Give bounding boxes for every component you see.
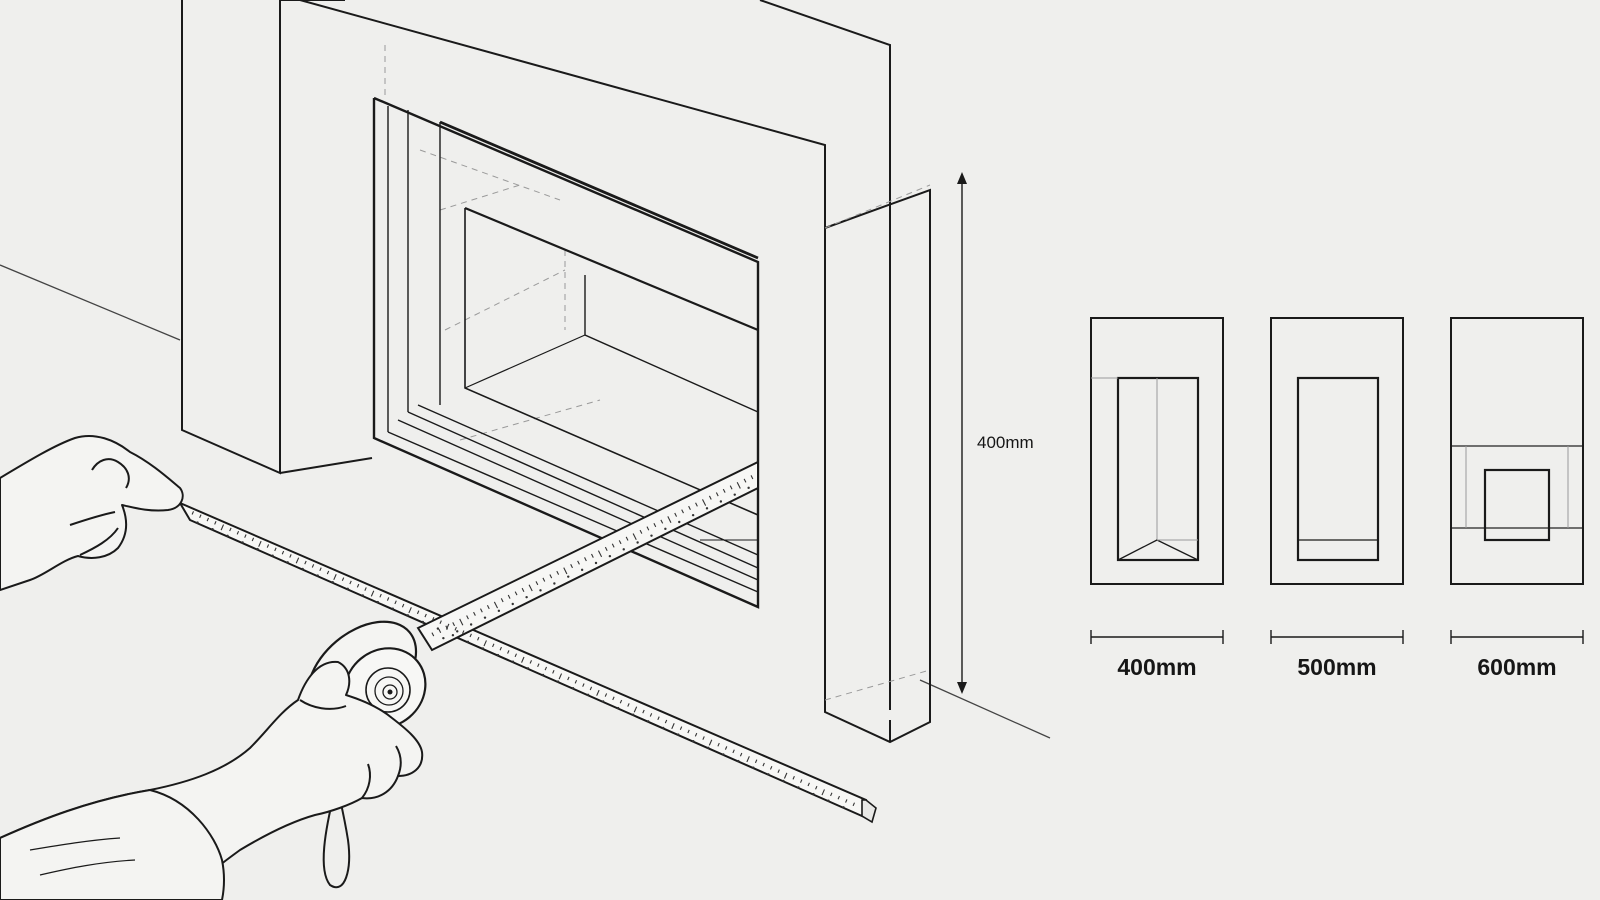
size-options: 400mm 500mm 600mm xyxy=(1090,317,1584,680)
height-dimension: 400mm xyxy=(957,172,1034,694)
option-niche xyxy=(1116,376,1200,562)
size-option-label: 500mm xyxy=(1297,654,1376,680)
option-panel-frame xyxy=(1270,317,1404,585)
arrow-up-icon xyxy=(957,172,967,184)
size-option: 500mm xyxy=(1270,317,1404,680)
size-option-label: 400mm xyxy=(1117,654,1196,680)
tape-blade-cross xyxy=(416,460,759,652)
option-panel-frame xyxy=(1450,317,1584,585)
tape-ticks-cross xyxy=(431,475,754,640)
left-hand xyxy=(0,434,184,591)
sleeve xyxy=(0,788,225,900)
option-niche xyxy=(1483,468,1551,542)
option-panel-frame xyxy=(1090,317,1224,585)
arrow-down-icon xyxy=(957,682,967,694)
size-option-label: 600mm xyxy=(1477,654,1556,680)
tape-hook xyxy=(861,799,877,824)
fireplace-surround xyxy=(181,0,931,744)
height-dimension-label: 400mm xyxy=(977,433,1034,452)
size-option: 400mm xyxy=(1090,317,1224,680)
option-niche xyxy=(1296,376,1380,562)
tape-wrist-strap xyxy=(322,789,351,889)
tape-ticks-long xyxy=(191,511,855,809)
hidden-lines xyxy=(384,45,931,701)
firebox-opening xyxy=(372,96,760,609)
size-option: 600mm xyxy=(1450,317,1584,680)
room-lines xyxy=(0,264,1051,739)
tape-spool-icon xyxy=(365,667,411,713)
